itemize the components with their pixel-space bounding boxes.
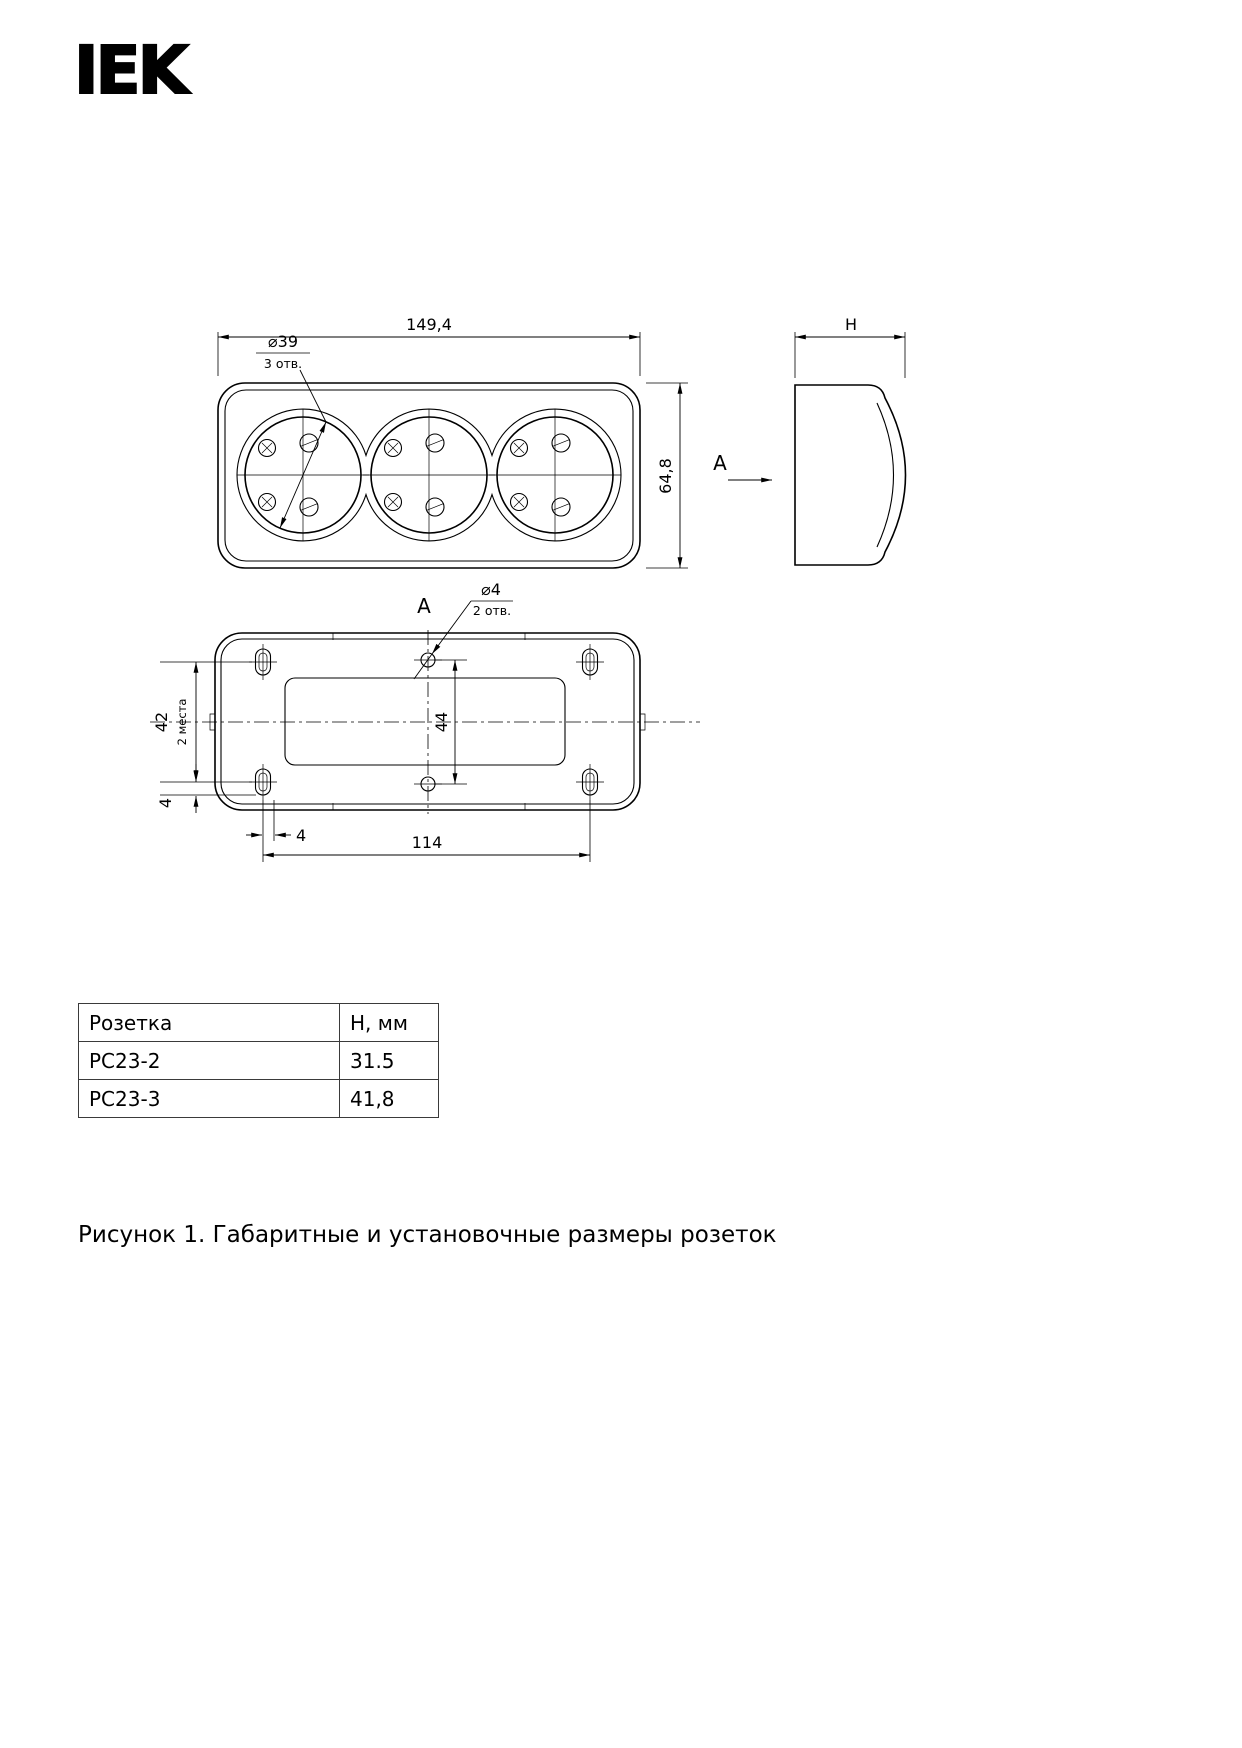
table-row: РС23-3 41,8	[78, 1079, 439, 1118]
front-outer-body	[217, 382, 641, 569]
technical-drawing: 149,4	[150, 315, 907, 862]
side-profile-inner-arc	[876, 402, 894, 548]
bottom-inner-body	[220, 638, 635, 805]
slot-pitch-extension-lines	[262, 800, 591, 862]
front-width-dim-label: 149,4	[406, 315, 452, 334]
iek-logo: IEK	[73, 32, 190, 109]
slot-span-dim-label: 42	[152, 712, 171, 732]
bottom-view-label: A	[417, 594, 431, 618]
diameter-leader	[299, 369, 327, 423]
front-inner-body	[224, 389, 634, 562]
socket-model-cell: РС23-2	[78, 1041, 340, 1080]
table-header-row: Розетка Н, мм	[78, 1003, 439, 1042]
front-view: 149,4	[217, 315, 688, 569]
front-hole-count-label: 3 отв.	[264, 356, 302, 371]
label-recess	[284, 677, 566, 766]
column-header-height: Н, мм	[339, 1003, 439, 1042]
front-height-dim-label: 64,8	[656, 458, 675, 494]
phillips-screw-icon	[257, 438, 277, 458]
socket-model-cell: РС23-3	[78, 1079, 340, 1118]
socket-height-cell: 41,8	[339, 1079, 439, 1118]
edge-ticks	[332, 633, 526, 810]
table-row: РС23-2 31.5	[78, 1041, 439, 1080]
phillips-screw-icon	[509, 438, 529, 458]
figure-caption: Рисунок 1. Габаритные и установочные раз…	[78, 1222, 777, 1248]
socket-height-table: Розетка Н, мм РС23-2 31.5 РС23-3 41,8	[78, 1003, 439, 1118]
column-header-socket: Розетка	[78, 1003, 340, 1042]
slot-centerlines	[249, 764, 277, 800]
slot-offset-v-dim-label: 4	[156, 798, 175, 808]
phillips-screw-icon	[383, 438, 403, 458]
hole-leader-tail	[413, 653, 433, 680]
phillips-screw-icon	[383, 492, 403, 512]
slot-span-note-label: 2 места	[175, 699, 189, 746]
hole-span-dim-label: 44	[432, 712, 451, 732]
hole-leader	[431, 600, 472, 655]
socket-centerlines	[489, 409, 621, 541]
bottom-view: A ⌀4 2 отв.	[150, 580, 700, 862]
front-hole-diameter-label: ⌀39	[268, 332, 298, 351]
slot-centerlines	[576, 644, 604, 680]
mounting-slots	[249, 644, 604, 800]
socket-centerlines	[363, 409, 495, 541]
phillips-screw-icon	[509, 492, 529, 512]
slot-pitch-dim-label: 114	[412, 833, 443, 852]
bottom-outer-body	[214, 632, 641, 811]
diameter-line	[279, 421, 327, 529]
slot-centerlines	[249, 644, 277, 680]
side-view: H A	[713, 315, 907, 566]
bottom-hole-count-label: 2 отв.	[473, 603, 511, 618]
socket-height-cell: 31.5	[339, 1041, 439, 1080]
slot-offset-h-dim-label: 4	[296, 826, 306, 845]
slot-centerlines	[576, 764, 604, 800]
socket-2	[363, 409, 495, 541]
depth-extension-lines	[794, 332, 906, 378]
left-extension-lines	[160, 661, 256, 796]
socket-3	[489, 409, 621, 541]
side-profile-outline	[794, 384, 907, 566]
phillips-screw-icon	[257, 492, 277, 512]
view-arrow-label: A	[713, 451, 727, 475]
bottom-hole-diameter-label: ⌀4	[481, 580, 501, 599]
side-depth-dim-label: H	[845, 315, 857, 334]
hole-span-extension-lines	[434, 659, 467, 785]
